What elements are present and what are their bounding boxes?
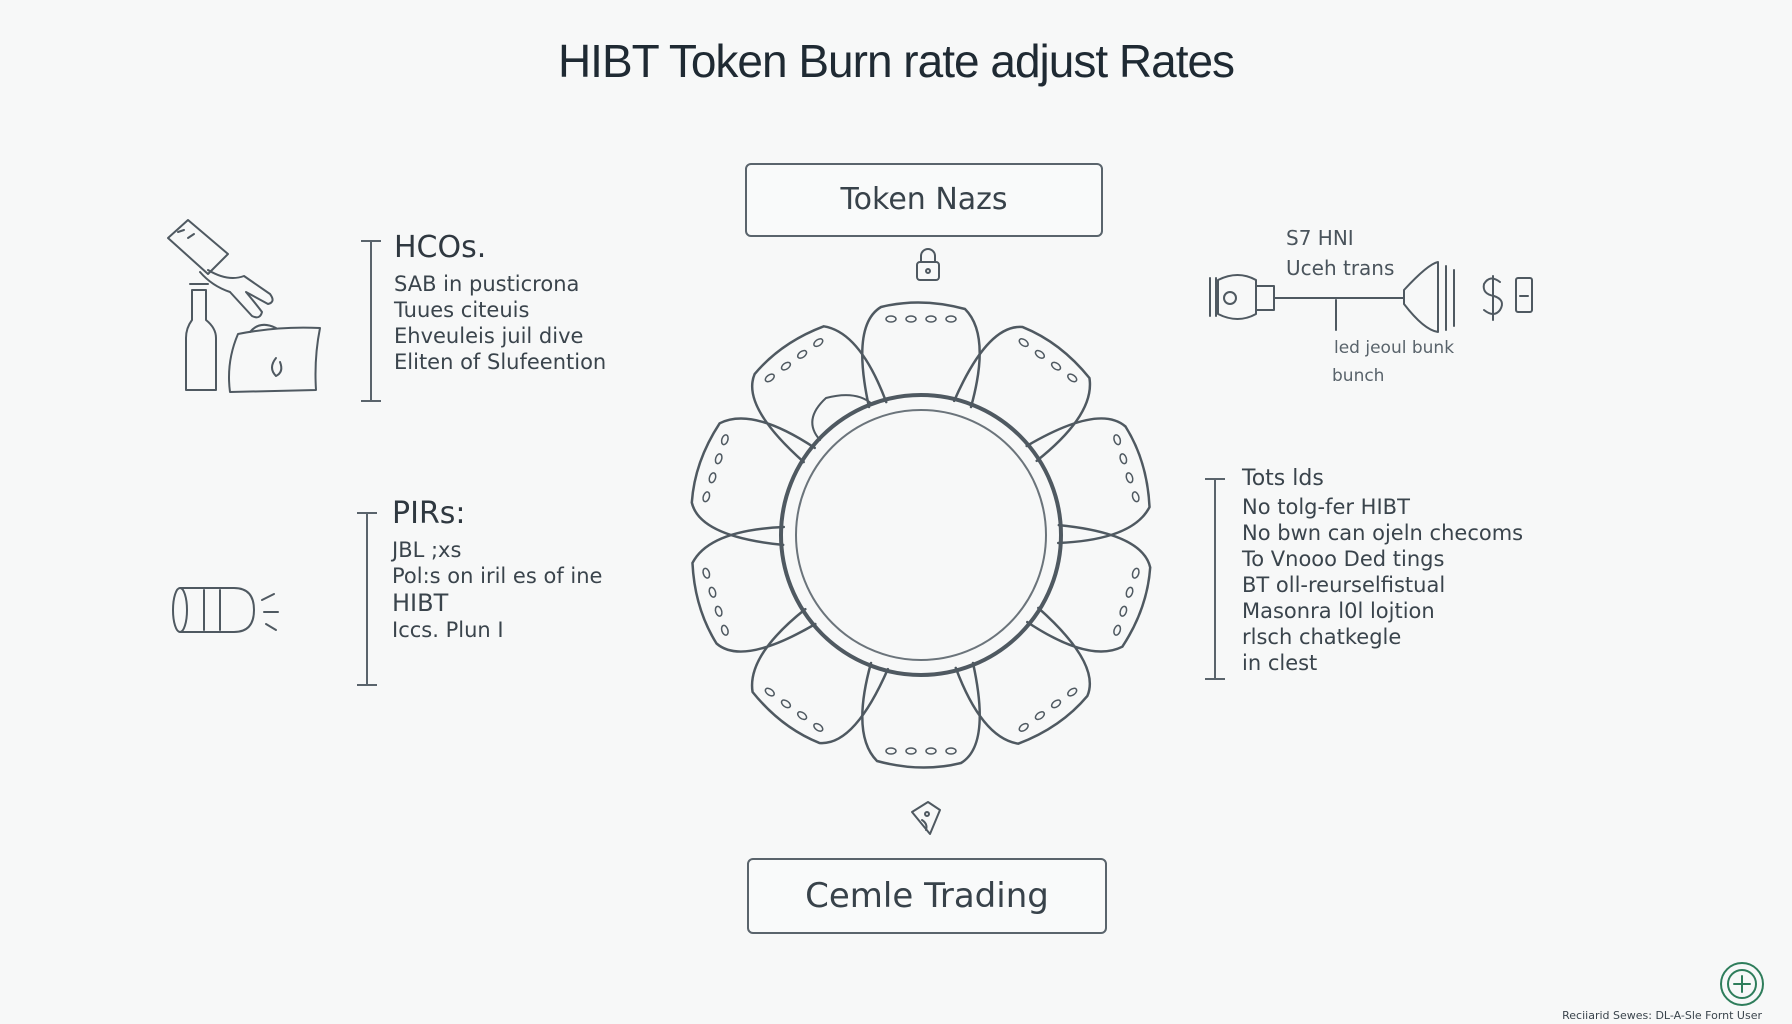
wheel-petal bbox=[1025, 417, 1151, 545]
tag-icon bbox=[911, 801, 941, 835]
wheel-petal bbox=[750, 325, 888, 464]
right-top-label: Uceh trans bbox=[1286, 256, 1395, 280]
top-box-label: Token Nazs bbox=[745, 163, 1103, 237]
hand-pouring-icon bbox=[167, 219, 274, 319]
right-bottom-line: No bwn can ojeln checoms bbox=[1242, 521, 1524, 545]
left-bottom-line: Iccs. Plun I bbox=[392, 618, 504, 642]
right-top-label: bunch bbox=[1332, 366, 1385, 386]
right-bottom-line: No tolg-fer HIBT bbox=[1242, 495, 1410, 519]
right-bottom-line: rlsch chatkegle bbox=[1242, 625, 1402, 649]
left-top-line: Tuues citeuis bbox=[394, 298, 530, 322]
can-icon bbox=[172, 587, 279, 633]
left-bottom-line: JBL ;xs bbox=[392, 538, 462, 562]
right-bottom-line: To Vnooo Ded tings bbox=[1242, 547, 1445, 571]
right-bottom-text-block: Tots lds No tolg-fer HIBT No bwn can oje… bbox=[1242, 466, 1523, 676]
wheel-petal bbox=[861, 661, 981, 769]
wheel-petal bbox=[690, 417, 816, 547]
wheel-petal bbox=[861, 301, 981, 409]
right-bottom-line: Masonra l0l lojtion bbox=[1242, 599, 1435, 623]
bottom-box-label: Cemle Trading bbox=[747, 858, 1107, 934]
left-top-line: Ehveuleis juil dive bbox=[394, 324, 584, 348]
left-bottom-text-block: PIRs: JBL ;xs Pol:s on iril es of ine HI… bbox=[392, 496, 602, 643]
bottle-icon bbox=[185, 283, 217, 391]
petal-wheel-icon bbox=[690, 301, 1152, 769]
left-bottom-bracket bbox=[357, 512, 377, 686]
right-top-label: S7 HNI bbox=[1286, 226, 1354, 250]
pipe-valve-icon bbox=[1209, 261, 1455, 333]
footer-credit: Reciiarid Sewes: DL-A-Sle Fornt User bbox=[1562, 1009, 1762, 1022]
bag-icon bbox=[228, 323, 321, 393]
left-bottom-heading: PIRs: bbox=[392, 496, 466, 531]
left-top-heading: HCOs. bbox=[394, 230, 487, 265]
wheel-petal bbox=[691, 525, 817, 653]
right-bottom-line: in clest bbox=[1242, 651, 1318, 675]
left-top-text-block: HCOs. SAB in pusticrona Tuues citeuis Eh… bbox=[394, 230, 606, 375]
wheel-petal bbox=[1026, 523, 1152, 653]
left-top-line: Eliten of Slufeention bbox=[394, 350, 607, 374]
left-top-bracket bbox=[361, 240, 381, 402]
right-bottom-line: BT oll-reurselfistual bbox=[1242, 573, 1446, 597]
left-bottom-line: HIBT bbox=[392, 589, 449, 617]
right-bottom-heading: Tots lds bbox=[1242, 466, 1324, 491]
wheel-petal bbox=[952, 325, 1092, 463]
left-top-line: SAB in pusticrona bbox=[394, 272, 580, 296]
wheel-petal bbox=[954, 606, 1092, 745]
right-bracket bbox=[1205, 478, 1225, 680]
dollar-icon bbox=[1482, 275, 1533, 321]
right-top-label: led jeoul bunk bbox=[1334, 338, 1455, 358]
lock-icon bbox=[916, 248, 940, 281]
wheel-petal bbox=[750, 607, 890, 745]
left-bottom-line: Pol:s on iril es of ine bbox=[392, 564, 603, 588]
emblem-icon bbox=[1720, 962, 1764, 1006]
diagram-title: HIBT Token Burn rate adjust Rates bbox=[557, 35, 1235, 87]
